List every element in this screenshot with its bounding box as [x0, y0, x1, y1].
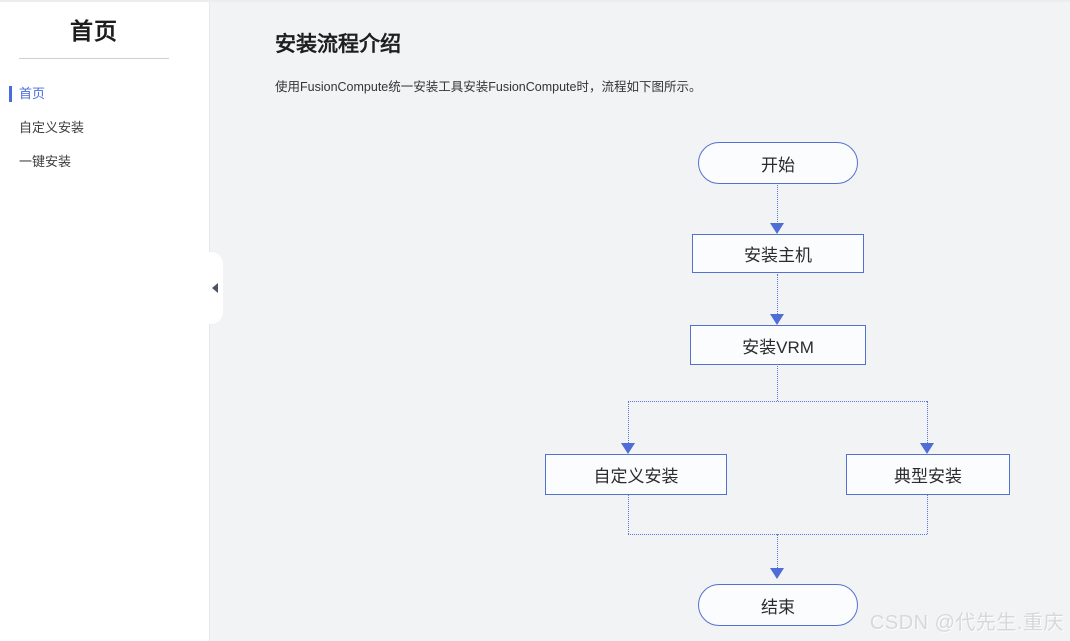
sidebar-item-label: 自定义安装 — [19, 120, 85, 135]
flow-node-install-vrm: 安装VRM — [690, 325, 866, 365]
main-content: 安装流程介绍 使用FusionCompute统一安装工具安装FusionComp… — [210, 2, 1070, 641]
edge-merge-right — [927, 495, 928, 534]
flow-node-end: 结束 — [698, 584, 858, 626]
arrow-down-icon — [770, 314, 784, 325]
flow-node-typical-install: 典型安装 — [846, 454, 1010, 495]
flow-node-start: 开始 — [698, 142, 858, 184]
edge-merge-left — [628, 495, 629, 534]
arrow-down-icon — [920, 443, 934, 454]
edge-branch-left — [628, 401, 629, 443]
edge-branch-bar — [628, 401, 927, 402]
edge-end-stem — [777, 534, 778, 568]
sidebar-item-oneclick-install[interactable]: 一键安装 — [0, 145, 209, 179]
page-title: 安装流程介绍 — [275, 33, 401, 56]
flow-node-install-host: 安装主机 — [692, 234, 864, 273]
sidebar-item-label: 一键安装 — [19, 154, 72, 169]
edge-host-vrm — [777, 274, 778, 314]
edge-branch-right — [927, 401, 928, 443]
sidebar-item-custom-install[interactable]: 自定义安装 — [0, 111, 209, 145]
sidebar-item-label: 首页 — [19, 86, 46, 101]
sidebar-item-home[interactable]: 首页 — [0, 77, 209, 111]
sidebar: 首页 首页 自定义安装 一键安装 — [0, 2, 210, 641]
arrow-down-icon — [770, 223, 784, 234]
arrow-down-icon — [770, 568, 784, 579]
sidebar-collapse-handle[interactable] — [209, 252, 223, 324]
flow-node-custom-install: 自定义安装 — [545, 454, 727, 495]
installation-flowchart: 开始 安装主机 安装VRM 自定义安装 典型安装 结束 — [210, 2, 1070, 641]
page-description: 使用FusionCompute统一安装工具安装FusionCompute时，流程… — [275, 80, 702, 94]
sidebar-divider — [19, 58, 169, 59]
active-indicator-bar — [9, 86, 12, 102]
sidebar-title: 首页 — [70, 18, 118, 44]
edge-vrm-stem — [777, 366, 778, 401]
sidebar-menu: 首页 自定义安装 一键安装 — [0, 77, 209, 179]
arrow-down-icon — [621, 443, 635, 454]
chevron-left-icon — [212, 283, 218, 293]
edge-start-host — [777, 185, 778, 224]
